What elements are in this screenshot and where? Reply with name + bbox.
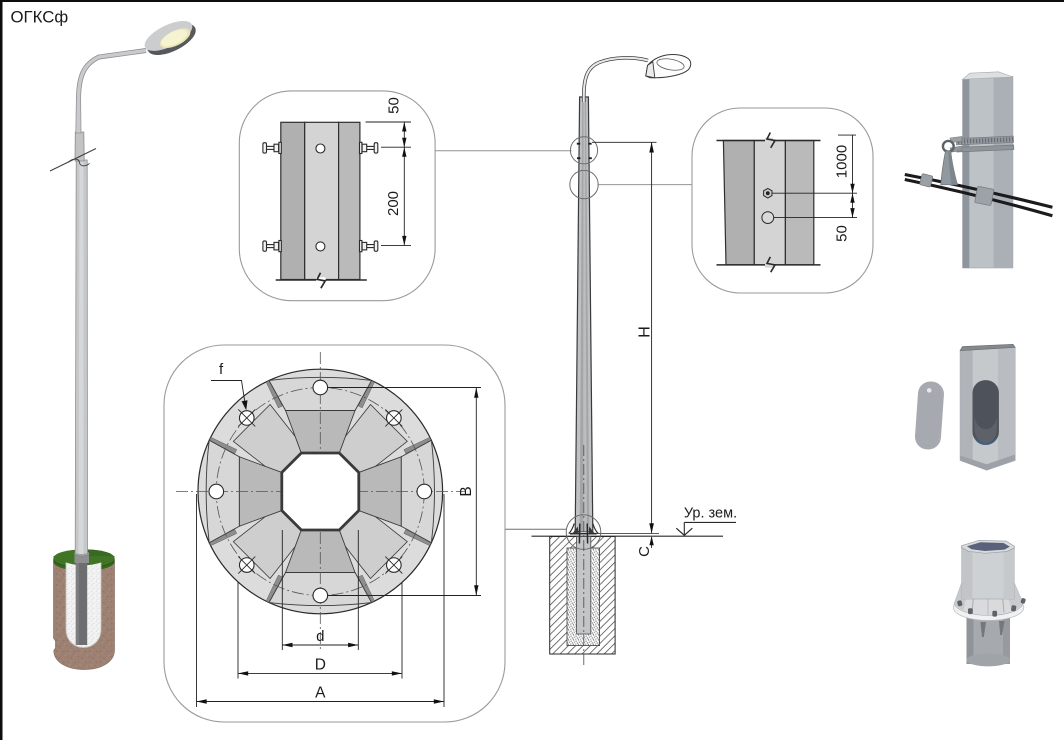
svg-text:H: H	[637, 326, 654, 338]
svg-text:B: B	[458, 486, 475, 496]
svg-text:D: D	[315, 657, 326, 674]
svg-text:Ур. зем.: Ур. зем.	[684, 506, 737, 522]
svg-text:A: A	[315, 685, 326, 702]
svg-text:200: 200	[385, 191, 402, 216]
svg-text:1000: 1000	[834, 145, 851, 178]
svg-text:C: C	[636, 546, 653, 557]
svg-text:50: 50	[386, 97, 403, 114]
svg-text:d: d	[316, 628, 324, 645]
svg-text:f: f	[219, 361, 224, 378]
svg-text:50: 50	[834, 225, 851, 242]
svg-text:ОГКСф: ОГКСф	[11, 8, 69, 27]
